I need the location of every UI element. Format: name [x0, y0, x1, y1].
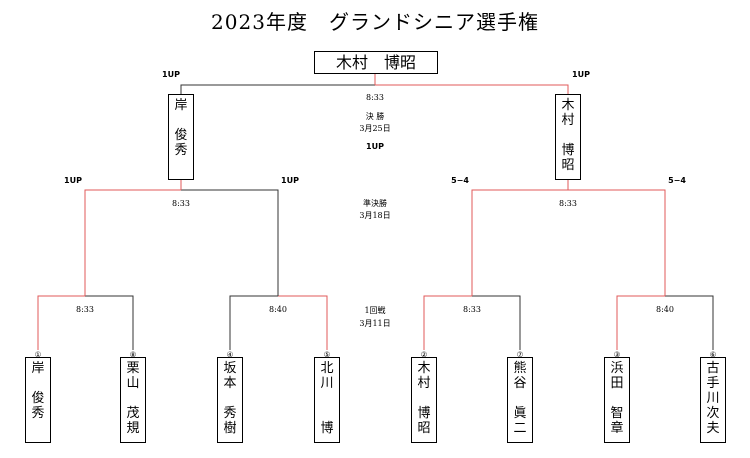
- player-name: 岸 俊 秀: [31, 361, 45, 421]
- finalist-left-box: 岸 俊 秀: [168, 94, 194, 180]
- semifinal-lines: [84, 180, 666, 296]
- final-score-center: 1UP: [366, 142, 384, 151]
- seed-3: ④: [226, 350, 234, 359]
- player-name: 古 手 川 次 夫: [706, 361, 720, 436]
- semi-left-time: 8:33: [172, 199, 190, 208]
- final-round-label: 決 勝: [365, 112, 385, 121]
- final-lines: [180, 74, 569, 94]
- seed-2: ⑧: [129, 350, 137, 359]
- semi-score-4: 5−4: [668, 176, 686, 185]
- seed-4: ⑤: [323, 350, 331, 359]
- player-box: 古 手 川 次 夫: [700, 357, 726, 443]
- semi-round-label: 準決勝: [363, 199, 387, 208]
- seed-6: ⑦: [516, 350, 524, 359]
- round1-round-label: 1回戦: [364, 306, 386, 315]
- tournament-title: 2023年度 グランドシニア選手権: [211, 10, 539, 34]
- final-score-right: 1UP: [572, 70, 590, 79]
- finalist-right-box: 木 村 博 昭: [555, 94, 581, 180]
- semi-score-1: 1UP: [64, 176, 82, 185]
- champion-box: 木村 博昭: [314, 51, 438, 74]
- seed-7: ③: [613, 350, 621, 359]
- round1-time-2: 8:40: [269, 305, 287, 314]
- round1-date: 3月11日: [359, 319, 391, 328]
- player-box: 浜 田 智 章: [604, 357, 630, 443]
- player-name: 木 村 博 昭: [417, 361, 431, 436]
- seed-1: ①: [34, 350, 42, 359]
- player-box: 北 川 博: [314, 357, 340, 443]
- finalist-left-name: 岸 俊 秀: [174, 98, 188, 158]
- player-box: 坂 本 秀 樹: [217, 357, 243, 443]
- player-name: 坂 本 秀 樹: [223, 361, 237, 436]
- player-box: 木 村 博 昭: [411, 357, 437, 443]
- champion-name: 木村 博昭: [335, 53, 416, 72]
- player-box: 熊 谷 眞 二: [507, 357, 533, 443]
- final-date: 3月25日: [359, 124, 391, 133]
- final-time: 8:33: [366, 93, 384, 102]
- player-box: 栗 山 茂 規: [120, 357, 146, 443]
- round1-time-1: 8:33: [76, 305, 94, 314]
- semi-score-2: 1UP: [281, 176, 299, 185]
- player-box: 岸 俊 秀: [25, 357, 51, 443]
- round1-lines: [37, 295, 714, 350]
- round1-time-4: 8:40: [656, 305, 674, 314]
- player-name: 熊 谷 眞 二: [513, 361, 527, 436]
- semi-date: 3月18日: [359, 211, 391, 220]
- seed-5: ②: [420, 350, 428, 359]
- finalist-right-name: 木 村 博 昭: [561, 98, 575, 173]
- round1-time-3: 8:33: [463, 305, 481, 314]
- player-name: 北 川 博: [320, 361, 334, 436]
- seed-8: ⑥: [709, 350, 717, 359]
- semi-right-time: 8:33: [559, 199, 577, 208]
- semi-score-3: 5−4: [451, 176, 469, 185]
- player-name: 浜 田 智 章: [610, 361, 624, 436]
- player-name: 栗 山 茂 規: [126, 361, 140, 436]
- final-score-left: 1UP: [162, 70, 180, 79]
